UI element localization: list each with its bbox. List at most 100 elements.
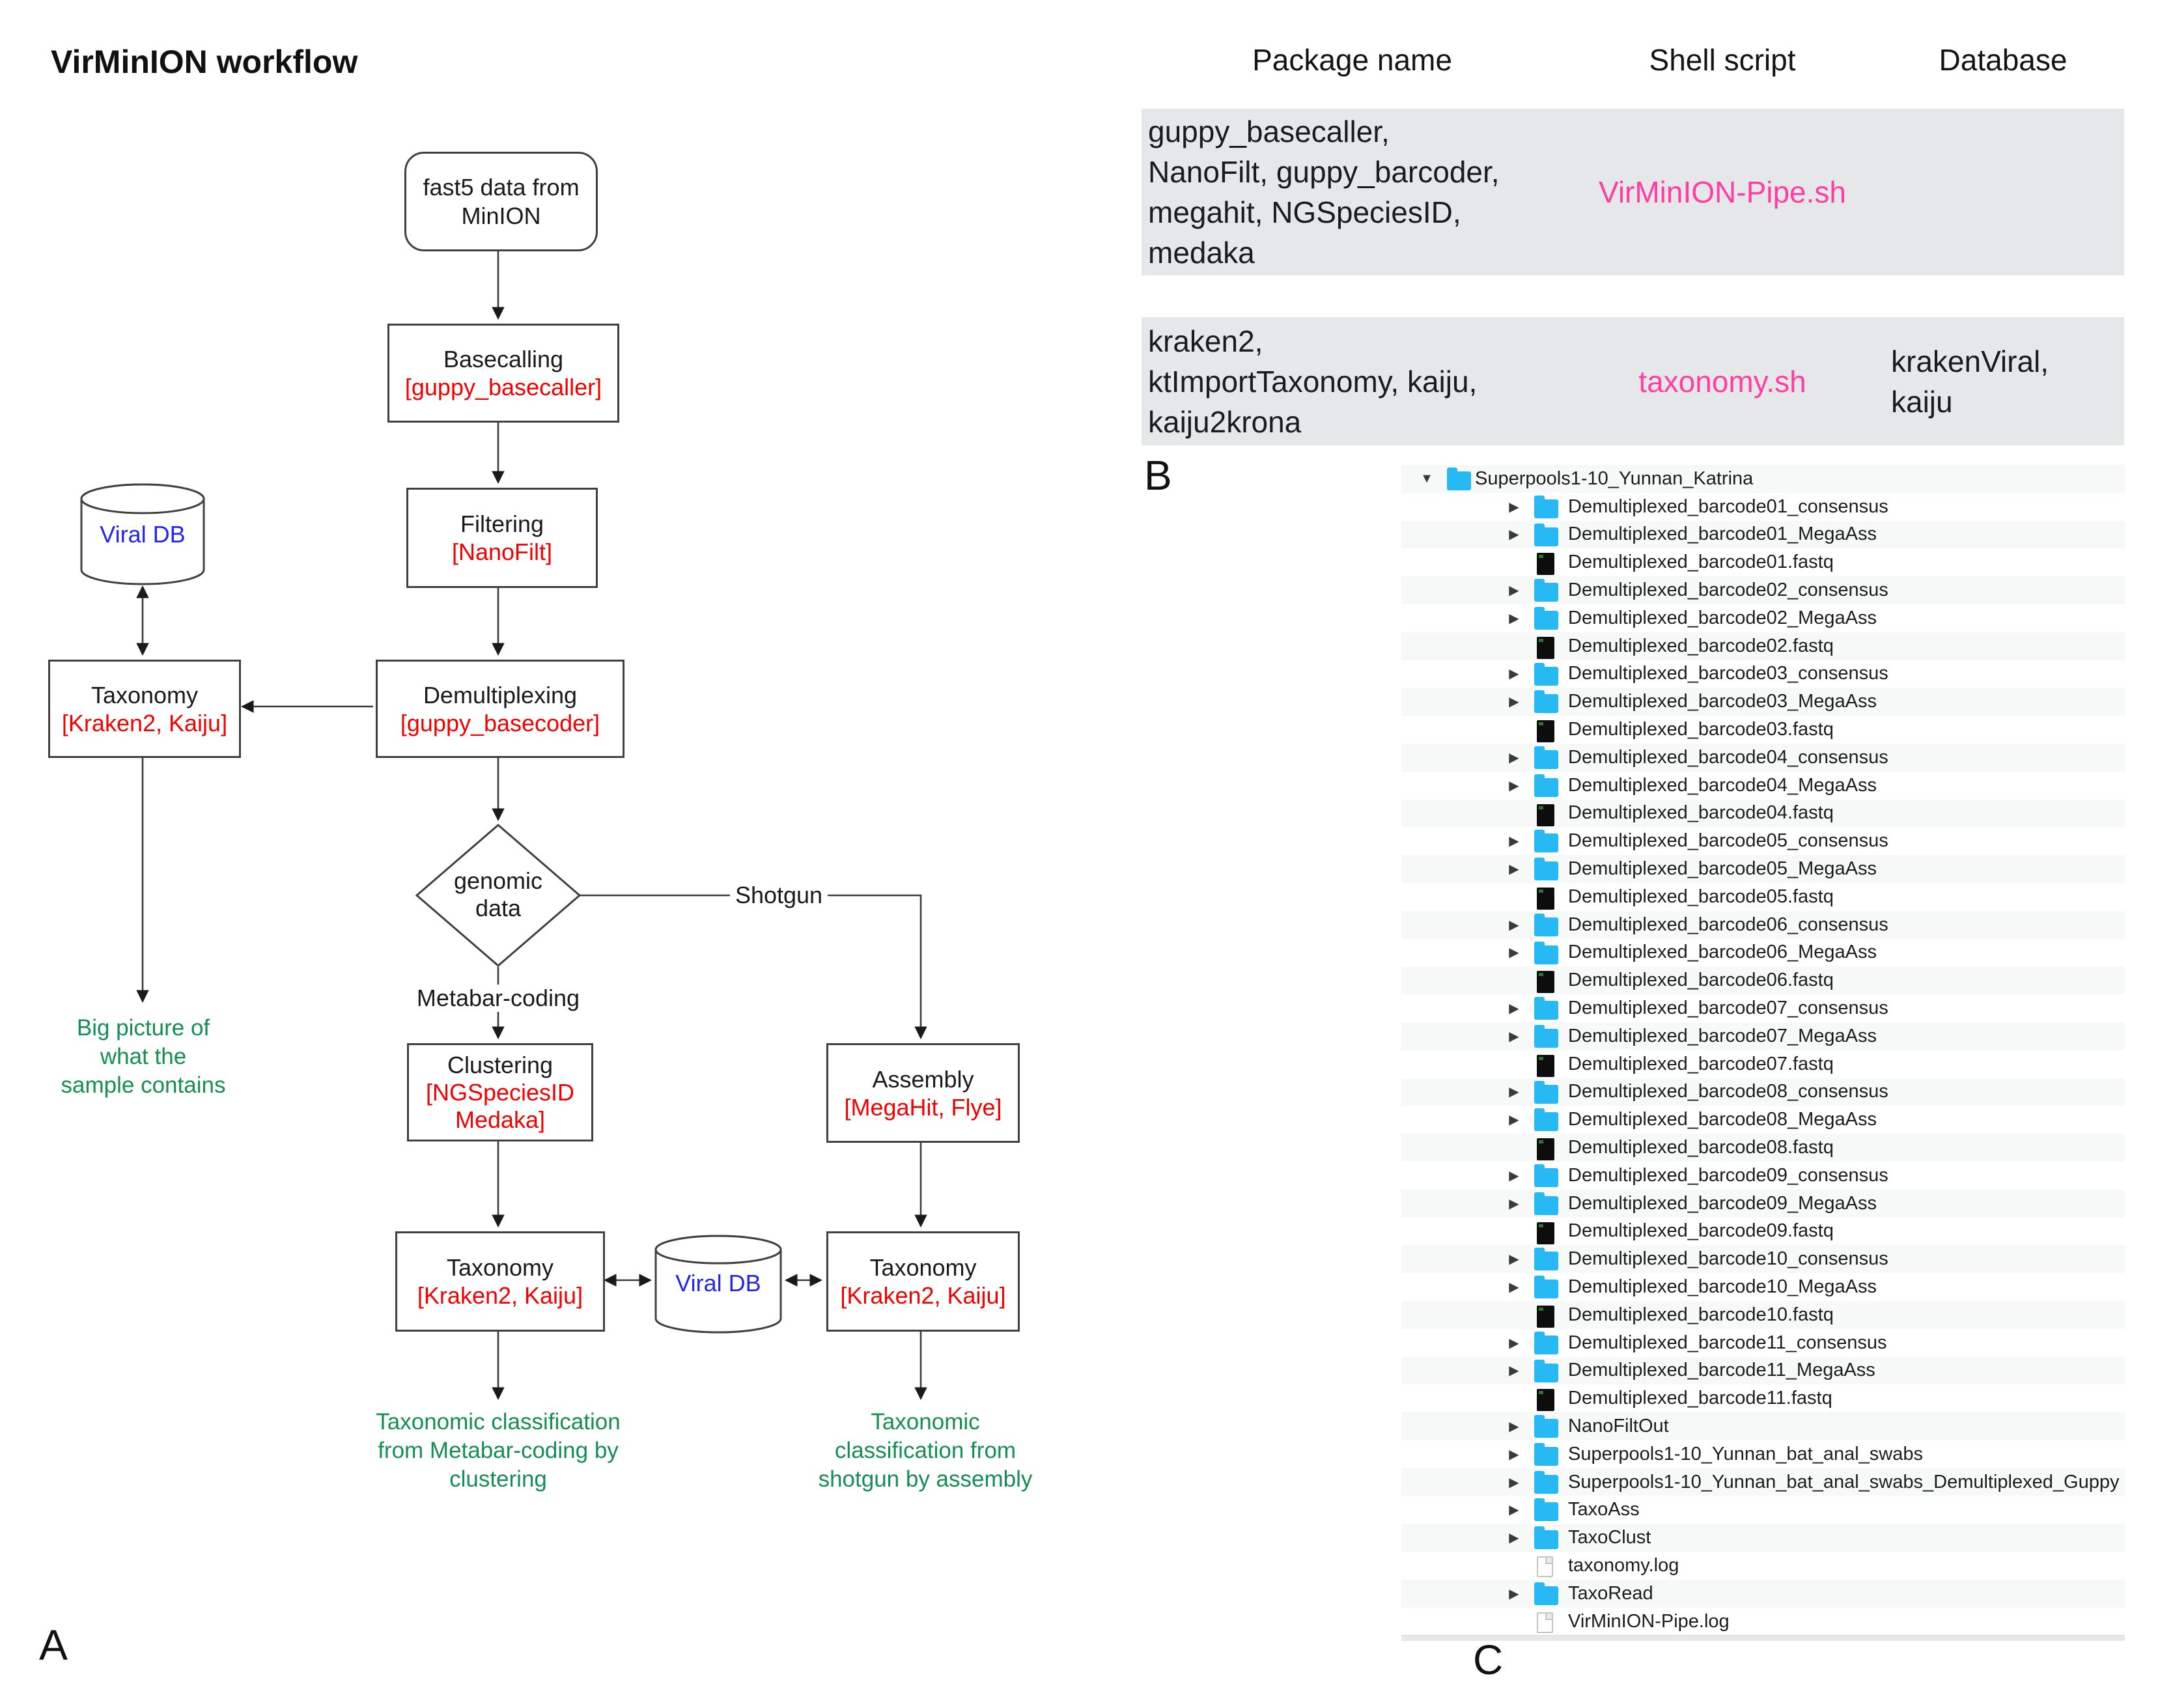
tree-item-label[interactable]: Demultiplexed_barcode03_consensus bbox=[1568, 663, 1888, 684]
disclosure-none[interactable] bbox=[1504, 883, 1524, 911]
tree-item-label[interactable]: Demultiplexed_barcode07_consensus bbox=[1568, 998, 1888, 1019]
tree-row[interactable]: Demultiplexed_barcode03_consensus bbox=[1401, 660, 2125, 688]
tree-item-label[interactable]: taxonomy.log bbox=[1568, 1554, 1679, 1576]
disclosure-none[interactable] bbox=[1504, 1608, 1524, 1636]
tree-row[interactable]: Demultiplexed_barcode05_consensus bbox=[1401, 827, 2125, 856]
tree-item-label[interactable]: VirMinION-Pipe.log bbox=[1568, 1610, 1730, 1632]
tree-row[interactable]: Demultiplexed_barcode06.fastq bbox=[1401, 966, 2125, 995]
disclosure-closed-icon[interactable] bbox=[1504, 1078, 1524, 1106]
tree-item-label[interactable]: Demultiplexed_barcode02_MegaAss bbox=[1568, 607, 1877, 628]
tree-row[interactable]: Demultiplexed_barcode11_MegaAss bbox=[1401, 1356, 2125, 1385]
tree-item-label[interactable]: Demultiplexed_barcode08_consensus bbox=[1568, 1081, 1888, 1102]
tree-item-label[interactable]: Demultiplexed_barcode03_MegaAss bbox=[1568, 691, 1877, 712]
tree-item-label[interactable]: TaxoAss bbox=[1568, 1499, 1640, 1520]
tree-item-label[interactable]: Demultiplexed_barcode06.fastq bbox=[1568, 970, 1834, 991]
tree-row[interactable]: TaxoClust bbox=[1401, 1524, 2125, 1552]
tree-item-label[interactable]: Demultiplexed_barcode07.fastq bbox=[1568, 1053, 1834, 1074]
disclosure-closed-icon[interactable] bbox=[1504, 576, 1524, 604]
tree-row[interactable]: TaxoRead bbox=[1401, 1579, 2125, 1608]
tree-row[interactable]: Demultiplexed_barcode01_consensus bbox=[1401, 492, 2125, 521]
disclosure-closed-icon[interactable] bbox=[1504, 1245, 1524, 1273]
tree-item-label[interactable]: Demultiplexed_barcode04_MegaAss bbox=[1568, 774, 1877, 796]
tree-item-label[interactable]: Demultiplexed_barcode01.fastq bbox=[1568, 552, 1834, 573]
tree-item-label[interactable]: Superpools1-10_Yunnan_Katrina bbox=[1475, 468, 1754, 489]
disclosure-closed-icon[interactable] bbox=[1504, 1022, 1524, 1050]
disclosure-closed-icon[interactable] bbox=[1504, 855, 1524, 883]
tree-row[interactable]: Demultiplexed_barcode06_MegaAss bbox=[1401, 938, 2125, 967]
tree-item-label[interactable]: Demultiplexed_barcode06_MegaAss bbox=[1568, 942, 1877, 963]
disclosure-none[interactable] bbox=[1504, 966, 1524, 994]
disclosure-none[interactable] bbox=[1504, 1218, 1524, 1246]
tree-row[interactable]: Demultiplexed_barcode10_MegaAss bbox=[1401, 1273, 2125, 1301]
tree-item-label[interactable]: Demultiplexed_barcode05_consensus bbox=[1568, 830, 1888, 852]
tree-row[interactable]: Demultiplexed_barcode08_MegaAss bbox=[1401, 1106, 2125, 1134]
disclosure-closed-icon[interactable] bbox=[1504, 1496, 1524, 1524]
disclosure-closed-icon[interactable] bbox=[1504, 1357, 1524, 1385]
tree-item-label[interactable]: Demultiplexed_barcode11_MegaAss bbox=[1568, 1360, 1875, 1381]
tree-row[interactable]: Demultiplexed_barcode01.fastq bbox=[1401, 548, 2125, 577]
disclosure-closed-icon[interactable] bbox=[1504, 1329, 1524, 1357]
disclosure-none[interactable] bbox=[1504, 716, 1524, 744]
tree-row[interactable]: Demultiplexed_barcode10.fastq bbox=[1401, 1300, 2125, 1329]
disclosure-closed-icon[interactable] bbox=[1504, 660, 1524, 688]
disclosure-none[interactable] bbox=[1504, 1134, 1524, 1162]
tree-row[interactable]: Demultiplexed_barcode07_MegaAss bbox=[1401, 1022, 2125, 1050]
disclosure-none[interactable] bbox=[1504, 1050, 1524, 1078]
tree-item-label[interactable]: Demultiplexed_barcode04.fastq bbox=[1568, 802, 1834, 824]
tree-item-label[interactable]: Demultiplexed_barcode10_MegaAss bbox=[1568, 1276, 1877, 1297]
tree-row[interactable]: Demultiplexed_barcode04_consensus bbox=[1401, 743, 2125, 772]
tree-row[interactable]: Demultiplexed_barcode09_consensus bbox=[1401, 1161, 2125, 1190]
tree-row[interactable]: Demultiplexed_barcode02.fastq bbox=[1401, 632, 2125, 660]
tree-item-label[interactable]: NanoFiltOut bbox=[1568, 1415, 1669, 1436]
tree-row[interactable]: Demultiplexed_barcode08_consensus bbox=[1401, 1078, 2125, 1106]
tree-item-label[interactable]: Demultiplexed_barcode02.fastq bbox=[1568, 635, 1834, 656]
tree-row[interactable]: Demultiplexed_barcode04.fastq bbox=[1401, 799, 2125, 828]
disclosure-none[interactable] bbox=[1504, 548, 1524, 576]
tree-item-label[interactable]: Demultiplexed_barcode05.fastq bbox=[1568, 886, 1834, 907]
tree-item-label[interactable]: Demultiplexed_barcode09_consensus bbox=[1568, 1164, 1888, 1186]
tree-item-label[interactable]: Demultiplexed_barcode02_consensus bbox=[1568, 580, 1888, 601]
tree-row[interactable]: Demultiplexed_barcode07.fastq bbox=[1401, 1050, 2125, 1078]
disclosure-closed-icon[interactable] bbox=[1504, 1412, 1524, 1440]
tree-row[interactable]: Demultiplexed_barcode03_MegaAss bbox=[1401, 688, 2125, 716]
tree-row[interactable]: Demultiplexed_barcode04_MegaAss bbox=[1401, 771, 2125, 800]
tree-row[interactable]: Demultiplexed_barcode02_MegaAss bbox=[1401, 604, 2125, 632]
tree-row[interactable]: Superpools1-10_Yunnan_bat_anal_swabs_Dem… bbox=[1401, 1468, 2125, 1496]
tree-row[interactable]: Demultiplexed_barcode06_consensus bbox=[1401, 910, 2125, 939]
tree-item-label[interactable]: Demultiplexed_barcode04_consensus bbox=[1568, 746, 1888, 768]
tree-row[interactable]: Demultiplexed_barcode05_MegaAss bbox=[1401, 855, 2125, 883]
disclosure-closed-icon[interactable] bbox=[1504, 1273, 1524, 1301]
tree-row[interactable]: VirMinION-Pipe.log bbox=[1401, 1607, 2125, 1636]
disclosure-closed-icon[interactable] bbox=[1504, 1190, 1524, 1218]
tree-item-label[interactable]: Demultiplexed_barcode10_consensus bbox=[1568, 1248, 1888, 1270]
tree-row[interactable]: Demultiplexed_barcode05.fastq bbox=[1401, 882, 2125, 911]
disclosure-closed-icon[interactable] bbox=[1504, 994, 1524, 1022]
tree-row[interactable]: Demultiplexed_barcode09.fastq bbox=[1401, 1217, 2125, 1246]
tree-item-label[interactable]: Demultiplexed_barcode11.fastq bbox=[1568, 1388, 1832, 1409]
tree-item-label[interactable]: Demultiplexed_barcode08.fastq bbox=[1568, 1137, 1834, 1158]
disclosure-none[interactable] bbox=[1504, 1552, 1524, 1580]
disclosure-closed-icon[interactable] bbox=[1504, 1440, 1524, 1468]
tree-row[interactable]: Demultiplexed_barcode07_consensus bbox=[1401, 994, 2125, 1022]
tree-row[interactable]: taxonomy.log bbox=[1401, 1552, 2125, 1580]
tree-row[interactable]: Demultiplexed_barcode08.fastq bbox=[1401, 1134, 2125, 1162]
tree-row[interactable]: Demultiplexed_barcode09_MegaAss bbox=[1401, 1189, 2125, 1218]
disclosure-closed-icon[interactable] bbox=[1504, 1580, 1524, 1608]
tree-row[interactable]: Demultiplexed_barcode01_MegaAss bbox=[1401, 520, 2125, 549]
disclosure-none[interactable] bbox=[1504, 632, 1524, 660]
tree-row[interactable]: Demultiplexed_barcode11_consensus bbox=[1401, 1328, 2125, 1357]
tree-item-label[interactable]: Superpools1-10_Yunnan_bat_anal_swabs bbox=[1568, 1443, 1923, 1464]
tree-item-label[interactable]: Demultiplexed_barcode01_MegaAss bbox=[1568, 524, 1877, 545]
disclosure-none[interactable] bbox=[1504, 1301, 1524, 1329]
tree-item-label[interactable]: Demultiplexed_barcode07_MegaAss bbox=[1568, 1025, 1877, 1046]
tree-item-label[interactable]: Demultiplexed_barcode06_consensus bbox=[1568, 914, 1888, 935]
tree-row[interactable]: Demultiplexed_barcode11.fastq bbox=[1401, 1384, 2125, 1413]
tree-row[interactable]: Demultiplexed_barcode03.fastq bbox=[1401, 716, 2125, 744]
disclosure-closed-icon[interactable] bbox=[1504, 744, 1524, 772]
tree-row[interactable]: Demultiplexed_barcode10_consensus bbox=[1401, 1245, 2125, 1274]
disclosure-closed-icon[interactable] bbox=[1504, 604, 1524, 632]
tree-row[interactable]: Demultiplexed_barcode02_consensus bbox=[1401, 576, 2125, 604]
tree-item-label[interactable]: Demultiplexed_barcode11_consensus bbox=[1568, 1332, 1887, 1353]
tree-item-label[interactable]: TaxoClust bbox=[1568, 1527, 1651, 1548]
tree-item-label[interactable]: Demultiplexed_barcode09_MegaAss bbox=[1568, 1192, 1877, 1214]
